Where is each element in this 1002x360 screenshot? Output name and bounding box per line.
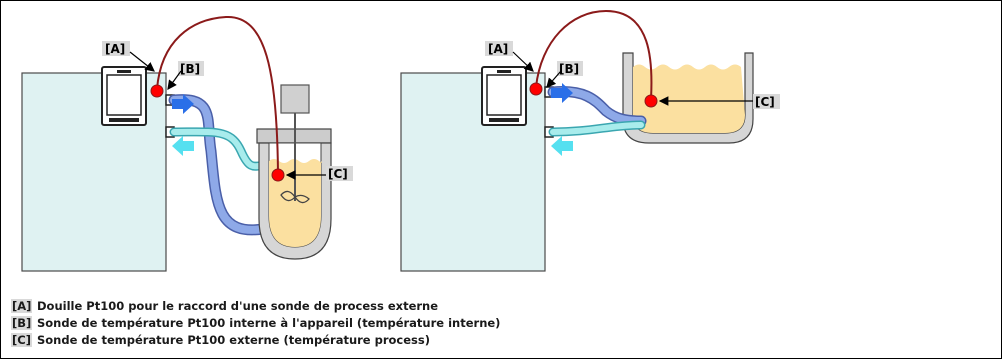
legend-key: [B] (11, 316, 33, 330)
legend-key: [C] (11, 333, 32, 347)
flow-arrow-icon (172, 136, 194, 156)
display-icon (481, 66, 527, 126)
display-icon (101, 66, 147, 126)
legend-item-a: [A] Douille Pt100 pour le raccord d'une … (11, 298, 911, 315)
right-bath (622, 52, 754, 144)
legend: [A] Douille Pt100 pour le raccord d'une … (11, 298, 911, 349)
right-tag-c: [C] (755, 95, 775, 109)
legend-item-c: [C] Sonde de température Pt100 externe (… (11, 332, 911, 349)
left-tag-b: [B] (180, 62, 200, 76)
probe-dot-icon (150, 84, 164, 98)
left-figure: [A] [B] [C] (21, 15, 353, 272)
left-probe-wire (156, 15, 279, 174)
probe-dot-icon (644, 94, 658, 108)
legend-text: Sonde de température Pt100 interne à l'a… (37, 316, 501, 330)
left-tag-a: [A] (105, 42, 125, 56)
probe-dot-icon (271, 168, 285, 182)
probe-dot-icon (529, 82, 543, 96)
right-probe-wire (535, 9, 653, 100)
legend-text: Sonde de température Pt100 externe (temp… (37, 333, 430, 347)
flow-arrow-icon (551, 83, 573, 103)
legend-item-b: [B] Sonde de température Pt100 interne à… (11, 315, 911, 332)
right-figure: [A] [B] [C] (400, 9, 780, 272)
legend-text: Douille Pt100 pour le raccord d'une sond… (37, 299, 439, 313)
left-reactor (256, 84, 332, 260)
right-tag-a: [A] (488, 42, 508, 56)
flow-arrow-icon (551, 136, 573, 156)
left-tag-c: [C] (328, 167, 348, 181)
stirrer-icon (280, 84, 310, 114)
flow-arrow-icon (172, 94, 194, 114)
legend-key: [A] (11, 299, 33, 313)
right-tag-b: [B] (559, 62, 579, 76)
